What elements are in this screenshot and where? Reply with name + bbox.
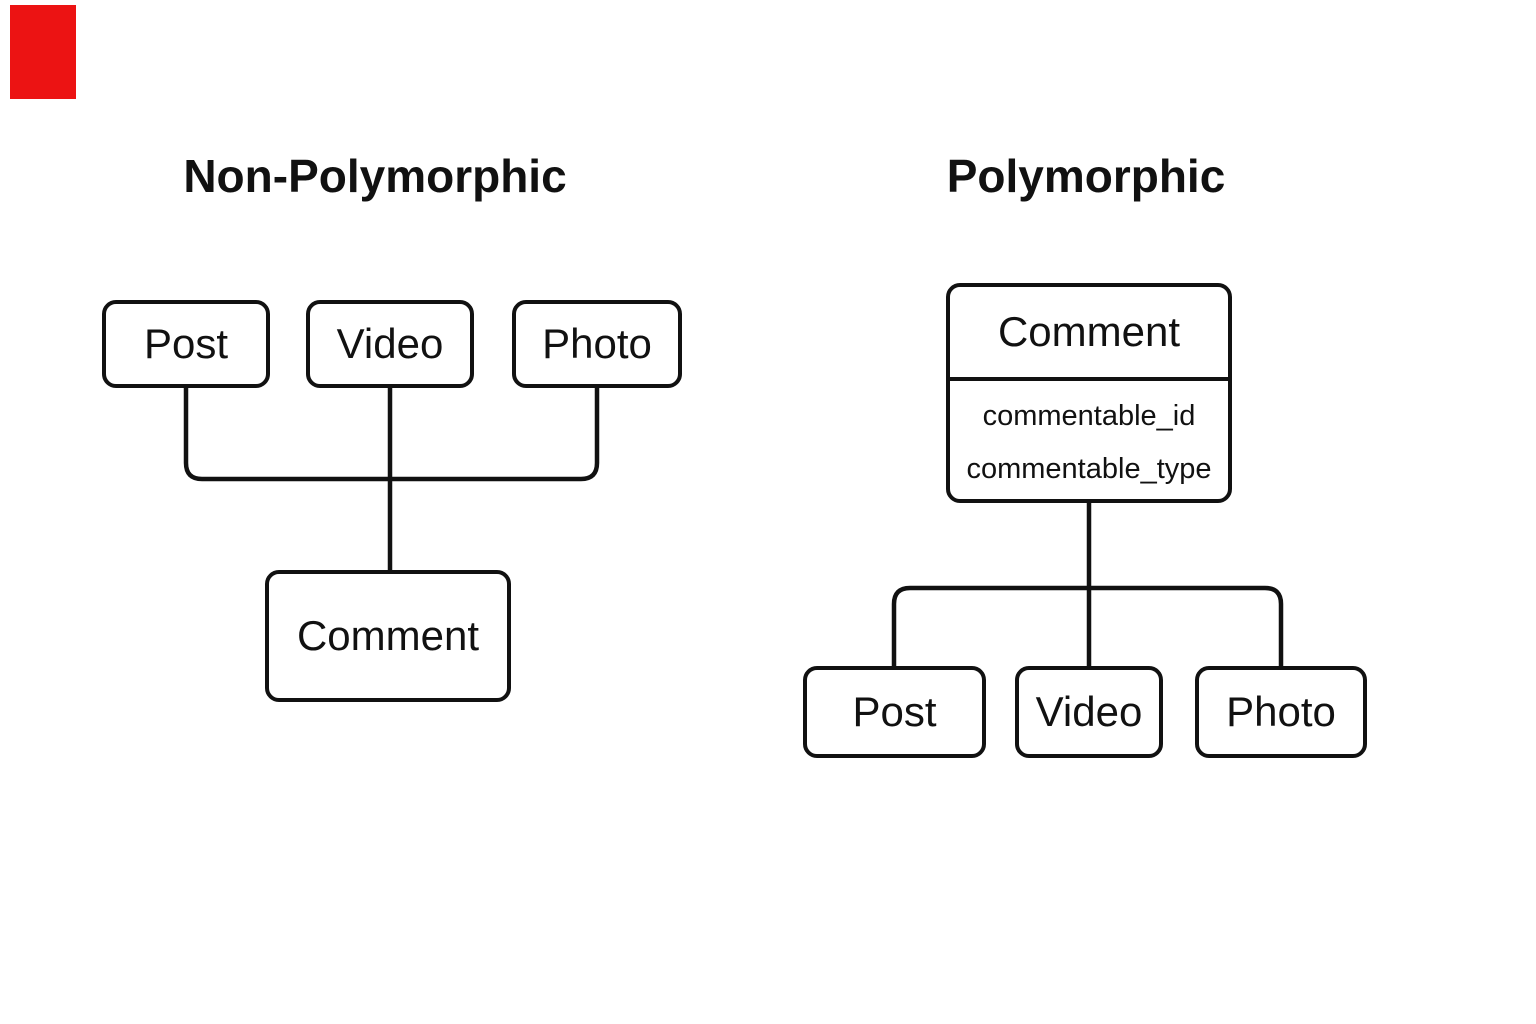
right-branch-connector (891, 585, 1284, 668)
right-diagram-title: Polymorphic (946, 150, 1226, 202)
entity-label: Post (852, 688, 937, 735)
entity-box-video-left: Video (306, 300, 474, 388)
entity-label: Post (143, 320, 229, 367)
entity-fields: commentable_id commentable_type (950, 381, 1228, 499)
entity-label: Photo (1226, 688, 1336, 735)
red-marker (10, 5, 76, 99)
entity-box-comment-left: Comment (265, 570, 511, 702)
entity-box-post-left: Post (102, 300, 270, 388)
entity-label: Video (1035, 688, 1143, 735)
entity-label: Video (336, 320, 444, 367)
entity-header: Comment (950, 287, 1228, 377)
field-commentable-type: commentable_type (966, 453, 1212, 485)
entity-divider (950, 377, 1228, 381)
entity-label: Photo (542, 320, 652, 367)
entity-box-photo-left: Photo (512, 300, 682, 388)
entity-label: Comment (296, 612, 480, 659)
left-diagram-title: Non-Polymorphic (183, 150, 567, 202)
field-commentable-id: commentable_id (982, 400, 1196, 432)
entity-box-video-right: Video (1015, 666, 1163, 758)
entity-box-photo-right: Photo (1195, 666, 1367, 758)
entity-title: Comment (997, 308, 1181, 355)
entity-box-comment-right: Comment commentable_id commentable_type (946, 283, 1232, 503)
entity-box-post-right: Post (803, 666, 986, 758)
